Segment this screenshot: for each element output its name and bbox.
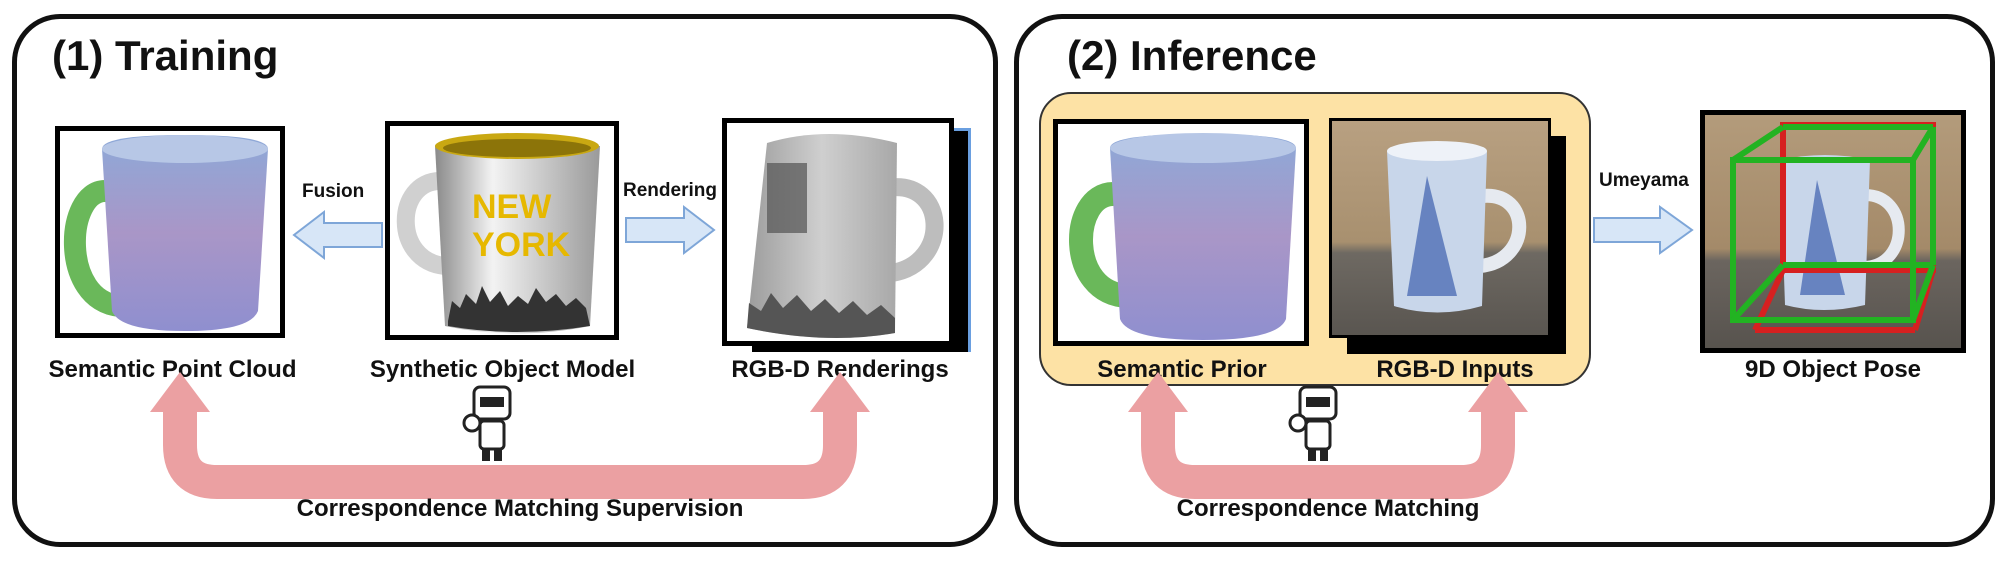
umeyama-arrow <box>1593 205 1694 255</box>
rendered-mug-print <box>767 163 807 233</box>
supervision-label: Correspondence Matching Supervision <box>296 495 744 522</box>
rgbd-inputs-caption: RGB-D Inputs <box>1376 356 1534 383</box>
semantic-point-cloud-caption: Semantic Point Cloud <box>48 356 297 383</box>
green-bbox <box>1730 124 1936 323</box>
rendered-mug-icon <box>747 134 944 338</box>
synthetic-object-model-image: NEW YORK <box>385 121 619 340</box>
synthetic-object-model-caption: Synthetic Object Model <box>369 356 636 383</box>
matching-label: Correspondence Matching <box>1176 495 1480 522</box>
rendering-arrow <box>625 204 716 256</box>
matching-loop-arrow <box>1128 372 1528 499</box>
pose-bbox-overlay <box>1705 115 1961 348</box>
robot-icon <box>462 385 512 461</box>
supervision-loop-arrow <box>150 372 870 499</box>
point-cloud-mug-icon <box>63 135 268 331</box>
semantic-point-cloud-image <box>55 126 285 338</box>
object-pose-caption: 9D Object Pose <box>1744 356 1922 383</box>
mug-sail-print <box>1407 176 1457 296</box>
rendering-label: Rendering <box>623 180 717 201</box>
prior-mug-icon <box>1069 133 1296 340</box>
mug-text-new: NEW <box>472 188 552 226</box>
textured-mug-icon: NEW YORK <box>396 133 600 334</box>
photo-mug-icon <box>1332 121 1548 335</box>
semantic-prior-caption: Semantic Prior <box>1097 356 1267 383</box>
fusion-label: Fusion <box>302 181 365 202</box>
rgbd-input-image <box>1329 118 1551 338</box>
robot-icon-inference <box>1288 385 1338 461</box>
training-title: (1) Training <box>52 32 279 79</box>
inference-title: (2) Inference <box>1067 32 1317 79</box>
semantic-prior-image <box>1053 119 1309 346</box>
mug-text-york: YORK <box>472 226 571 264</box>
umeyama-label: Umeyama <box>1599 170 1689 191</box>
rgbd-rendering-image <box>722 118 954 346</box>
fusion-arrow <box>292 209 383 261</box>
object-pose-image <box>1700 110 1966 353</box>
